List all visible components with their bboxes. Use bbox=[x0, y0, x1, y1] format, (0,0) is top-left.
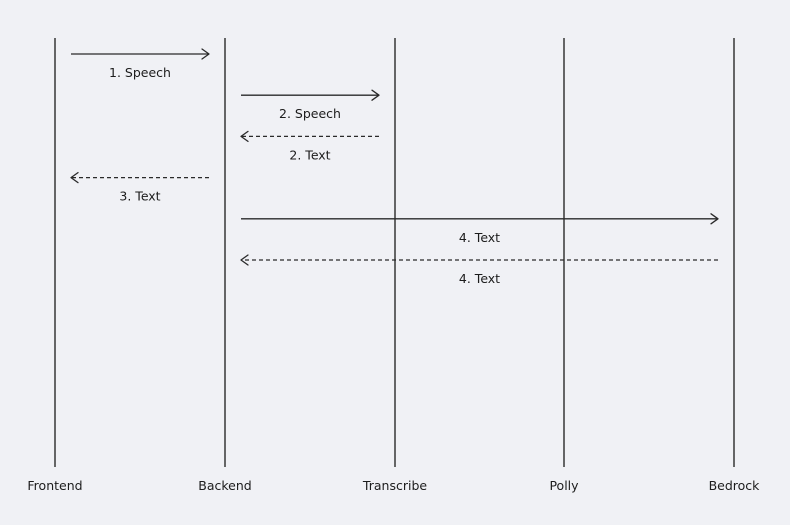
arrowhead-icon bbox=[201, 48, 210, 60]
message-label: 4. Text bbox=[459, 271, 500, 286]
participant-label-backend: Backend bbox=[198, 478, 251, 493]
message-5: 4. Text bbox=[241, 213, 719, 245]
message-label: 3. Text bbox=[119, 189, 160, 204]
arrowhead-icon bbox=[371, 89, 380, 101]
arrowhead-icon bbox=[710, 213, 719, 225]
lifelines: Frontend Backend Transcribe Polly Bedrock bbox=[27, 38, 760, 493]
message-3: 2. Text bbox=[240, 130, 379, 162]
message-2: 2. Speech bbox=[241, 89, 380, 121]
message-label: 2. Text bbox=[289, 147, 330, 162]
participant-label-bedrock: Bedrock bbox=[709, 478, 761, 493]
message-1: 1. Speech bbox=[71, 48, 210, 80]
participant-label-transcribe: Transcribe bbox=[362, 478, 427, 493]
arrowhead-icon bbox=[240, 254, 249, 266]
message-label: 1. Speech bbox=[109, 65, 171, 80]
message-label: 4. Text bbox=[459, 230, 500, 245]
participant-label-frontend: Frontend bbox=[27, 478, 82, 493]
messages: 1. Speech 2. Speech 2. Text 3. Text 4. Text 4… bbox=[70, 48, 719, 286]
participant-label-polly: Polly bbox=[549, 478, 579, 493]
message-label: 2. Speech bbox=[279, 106, 341, 121]
arrowhead-icon bbox=[240, 130, 249, 143]
arrowhead-icon bbox=[70, 171, 79, 184]
message-6: 4. Text bbox=[240, 254, 718, 286]
message-4: 3. Text bbox=[70, 171, 209, 204]
